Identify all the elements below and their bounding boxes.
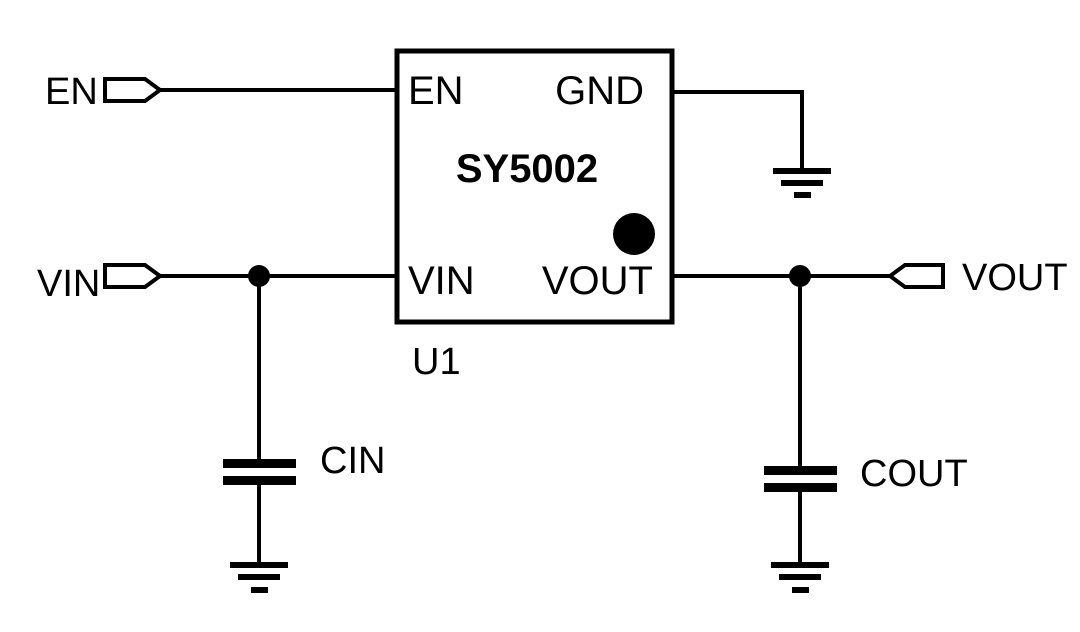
port-label-vin: VIN: [37, 263, 100, 305]
port-flag-vin-icon: [103, 263, 164, 289]
junction-dot-vout: [789, 265, 811, 287]
wires: [159, 88, 891, 566]
junction-dot-vin: [248, 265, 270, 287]
cout-plate-bottom: [764, 483, 837, 492]
cout-plate-top: [764, 466, 837, 475]
pin1-marker-icon: [613, 213, 655, 255]
port-flag-vout-icon: [886, 263, 945, 289]
ground-symbol-gnd-pin-icon: [773, 168, 831, 198]
capacitor-cout-icon: [764, 466, 837, 492]
capacitor-label-cout: COUT: [860, 453, 968, 495]
wire-gnd: [672, 90, 804, 170]
ground-symbol-cin-icon: [230, 562, 288, 593]
port-label-vout: VOUT: [962, 257, 1068, 299]
capacitor-cin-icon: [223, 459, 296, 485]
ground-symbol-cout-icon: [771, 562, 829, 593]
port-flags: [103, 77, 945, 289]
port-label-en: EN: [45, 71, 98, 113]
cin-plate-top: [223, 459, 296, 468]
ic-pin-label-en: EN: [408, 69, 464, 113]
capacitor-label-cin: CIN: [320, 440, 385, 482]
ic-pin-label-vout: VOUT: [542, 259, 653, 303]
ic-pin-label-gnd: GND: [555, 69, 644, 113]
ic-body: [394, 48, 675, 325]
port-flag-en-icon: [103, 77, 164, 103]
cin-plate-bottom: [223, 476, 296, 485]
ic-reference-designator: U1: [412, 341, 461, 383]
ic-part-number: SY5002: [456, 147, 598, 191]
ic-pin-label-vin: VIN: [408, 259, 475, 303]
